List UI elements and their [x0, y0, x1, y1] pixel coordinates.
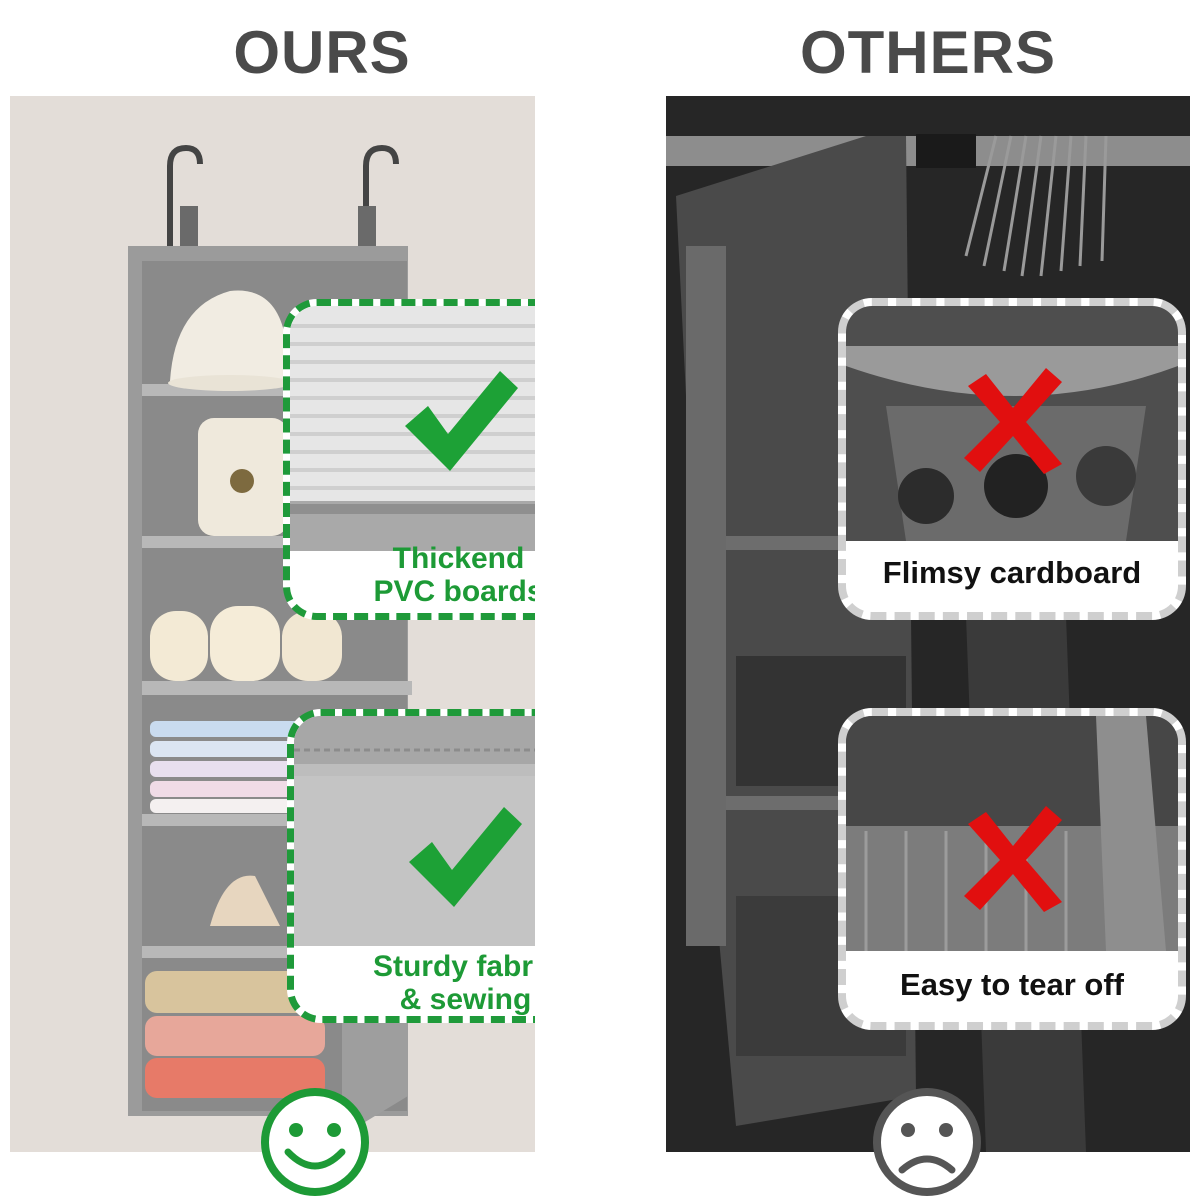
heading-others: OTHERS [799, 19, 1057, 86]
callout-cardboard-caption: Flimsy cardboard [882, 555, 1142, 590]
callout-pvc-caption: Thickend PVC boards [290, 542, 535, 608]
caption-line-2: & sewing [399, 983, 532, 1016]
torn-fabric-photo [846, 716, 1178, 951]
cross-icon [964, 368, 1062, 474]
callout-tear-caption: Easy to tear off [900, 967, 1124, 1002]
caption-line-1: Thickend [392, 542, 525, 575]
panel-others: Flimsy cardboard Easy to tear off [666, 96, 1190, 1152]
caption-line-1: Sturdy fabric [372, 950, 535, 983]
callout-flimsy-cardboard: Flimsy cardboard [838, 298, 1186, 620]
callout-sturdy-fabric: Sturdy fabric & sewing [287, 709, 535, 1023]
panel-ours: Thickend PVC boards Sturdy fabric & sewi… [10, 96, 535, 1152]
cross-icon [964, 806, 1062, 912]
callout-fabric-caption: Sturdy fabric & sewing [294, 950, 535, 1016]
check-icon [405, 371, 518, 471]
sad-face-icon [873, 1088, 981, 1196]
callout-pvc-boards: Thickend PVC boards [283, 299, 535, 620]
check-icon [409, 807, 522, 907]
caption-line-2: PVC boards [373, 575, 535, 608]
happy-face-icon [261, 1088, 369, 1196]
heading-ours: OURS [233, 19, 411, 86]
callout-tear-off: Easy to tear off [838, 708, 1186, 1030]
